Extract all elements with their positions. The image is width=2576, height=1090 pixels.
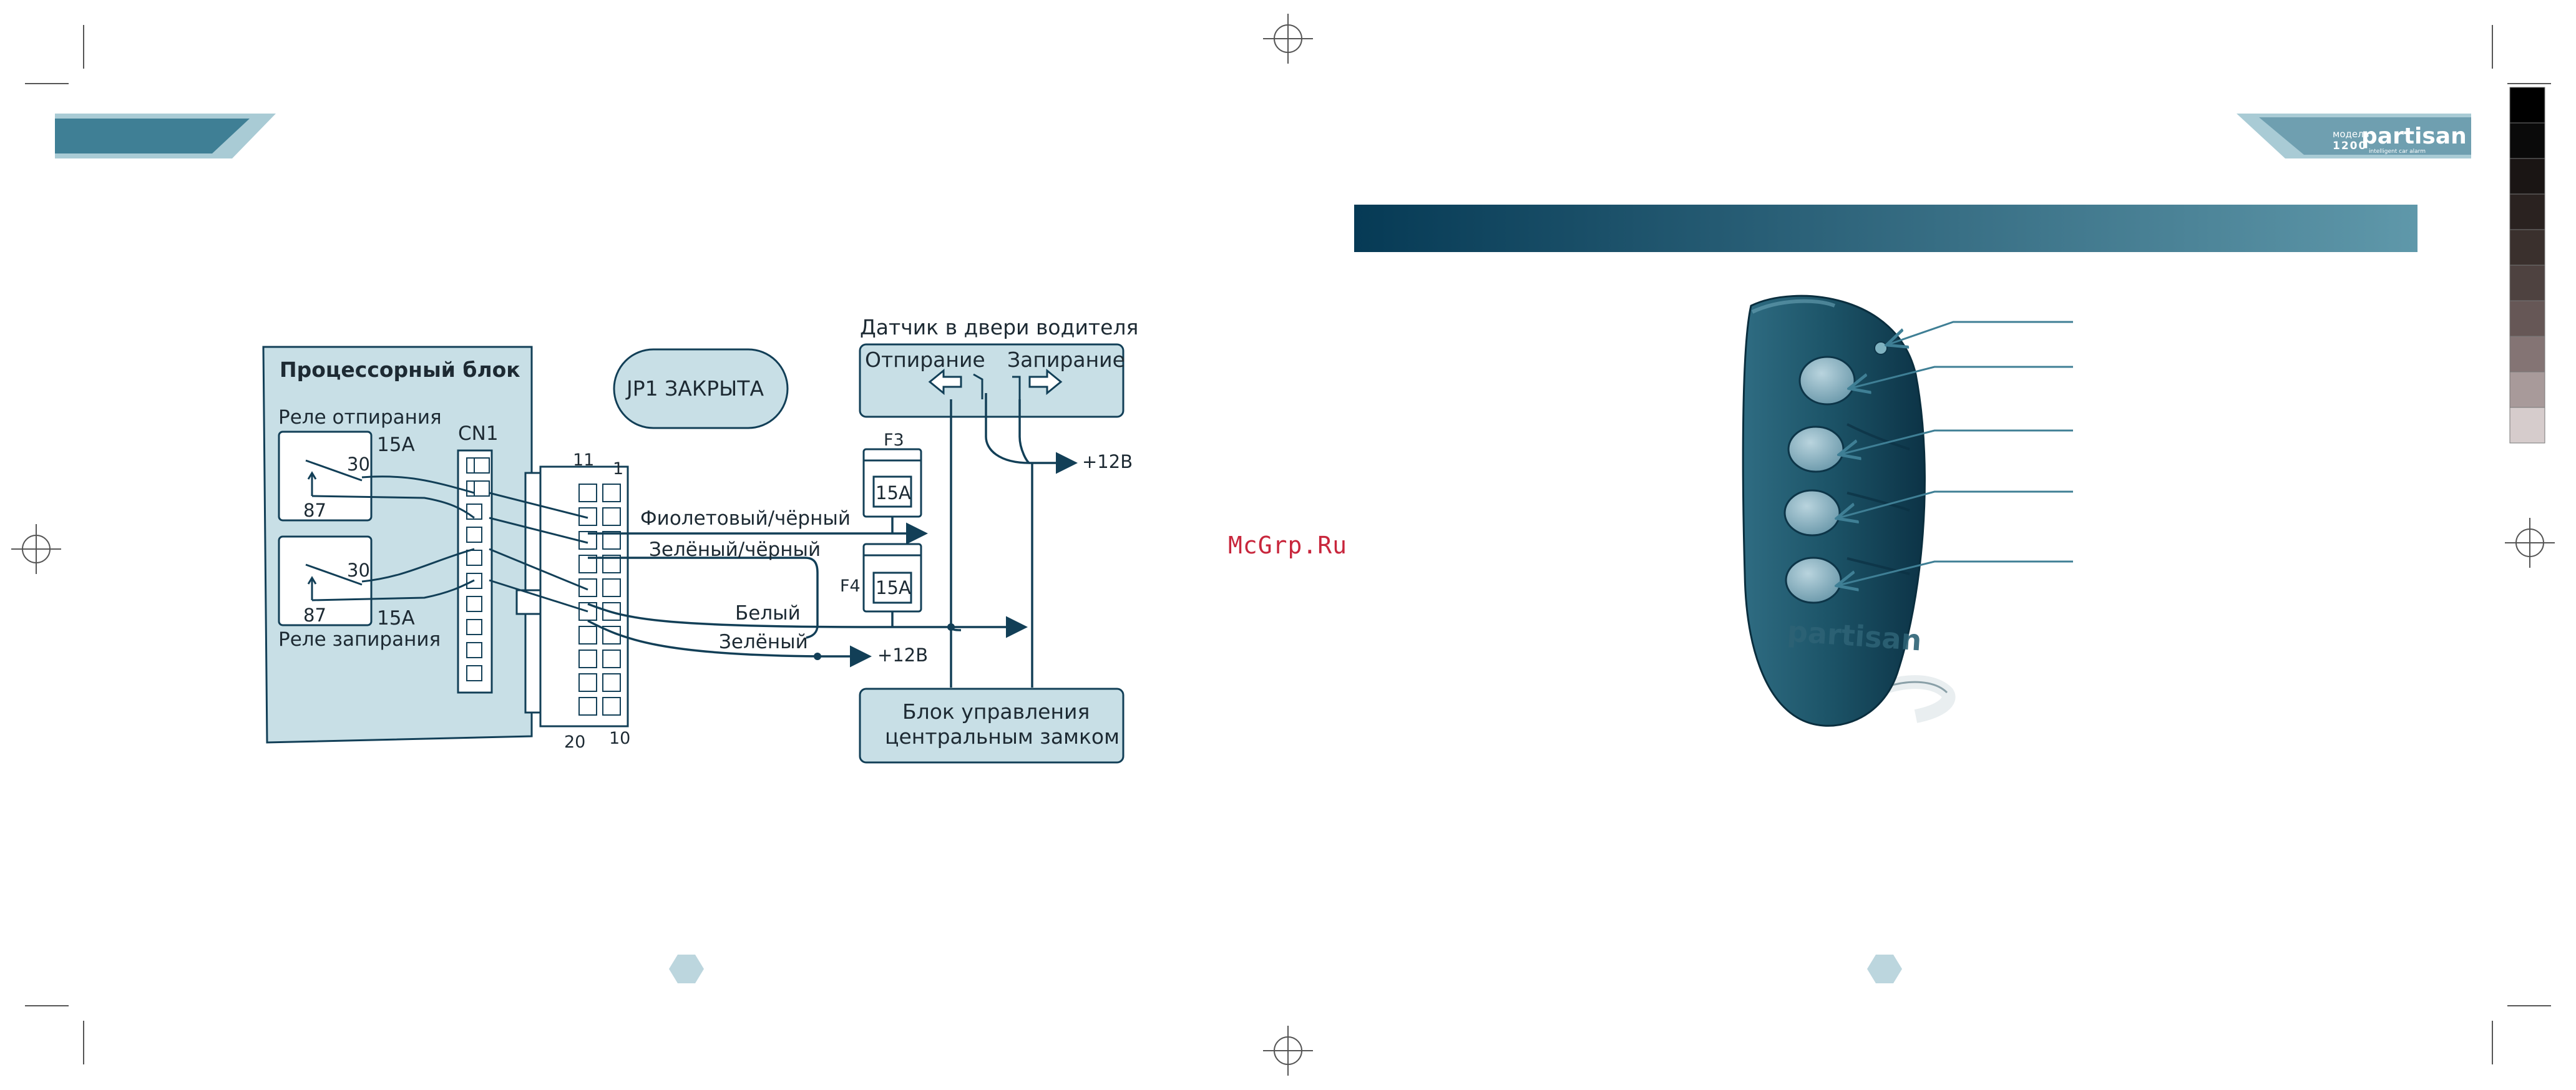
cn1-pins [466, 457, 490, 681]
pin30-bottom: 30 [347, 560, 370, 581]
fuse-f3-rating: 15A [876, 482, 911, 504]
brand-model-label: модель [2333, 129, 2369, 140]
fuse-f4-rating: 15A [876, 577, 911, 598]
supply-top: +12В [1082, 451, 1133, 472]
connector-pin-20: 20 [564, 732, 586, 752]
brand-name: partisan [2361, 124, 2467, 149]
central-lock-line2: центральным замком [885, 724, 1120, 749]
chapter-band [1354, 205, 2417, 252]
relay-lock-label: Реле запирания [278, 628, 441, 651]
fuse-f3-name: F3 [884, 431, 904, 450]
relay-current-bottom: 15A [377, 607, 415, 630]
page-markers [669, 955, 1902, 983]
remote-key-fob [1742, 294, 1956, 727]
color-calibration-strip [2509, 87, 2545, 444]
fuse-f3 [862, 448, 922, 518]
brand-model-number: 1200 [2333, 140, 2368, 152]
jumper-label: JP1 ЗАКРЫТА [627, 376, 764, 401]
connector-pin-1: 1 [613, 459, 624, 479]
supply-bottom: +12В [877, 645, 929, 666]
left-header-stripe [55, 114, 276, 158]
registration-target-right [2505, 518, 2555, 568]
registration-target-left [11, 524, 61, 574]
pin87-top: 87 [303, 500, 326, 521]
fuse-f4-name: F4 [840, 577, 861, 596]
door-sensor-panel [859, 343, 1125, 418]
remote-button-4 [1785, 557, 1842, 604]
remote-brand: partisan [1786, 614, 1923, 658]
right-header-tab [2237, 114, 2471, 158]
central-lock-block [859, 688, 1125, 764]
brand-tagline: intelligent car alarm [2369, 148, 2426, 155]
door-sensor-arrows [928, 368, 1063, 396]
connector-name: CN1 [458, 422, 499, 445]
registration-target-bottom [1263, 1026, 1313, 1076]
wire-green-black: Зелёный/чёрный [649, 538, 821, 561]
watermark: McGrp.Ru [1228, 532, 1348, 559]
wire-white: Белый [735, 602, 801, 625]
door-sensor-unlock: Отпирание [865, 348, 985, 372]
relay-current-top: 15A [377, 434, 415, 456]
wire-green: Зелёный [719, 631, 808, 653]
relay-unlock-label: Реле отпирания [278, 406, 442, 429]
connector-pin-10: 10 [609, 729, 631, 748]
registration-target-top [1263, 14, 1313, 64]
jp1-pill [613, 348, 789, 429]
pin30-top: 30 [347, 454, 370, 475]
door-sensor-lock: Запирание [1007, 348, 1125, 372]
remote-button-2 [1787, 426, 1845, 473]
central-lock-line1: Блок управления [902, 699, 1090, 724]
pin87-bottom: 87 [303, 605, 326, 626]
wiring-diagram [262, 343, 1125, 764]
remote-button-1 [1798, 356, 1856, 406]
remote-callout-lines [1838, 321, 2073, 585]
processor-block-title: Процессорный блок [280, 358, 520, 382]
crop-marks [25, 25, 2551, 1064]
connector-pin-11: 11 [573, 450, 595, 470]
remote-button-3 [1783, 489, 1841, 537]
door-sensor-title: Датчик в двери водителя [860, 315, 1139, 339]
fuse-f4 [862, 543, 922, 613]
wire-violet-black: Фиолетовый/чёрный [640, 507, 851, 530]
